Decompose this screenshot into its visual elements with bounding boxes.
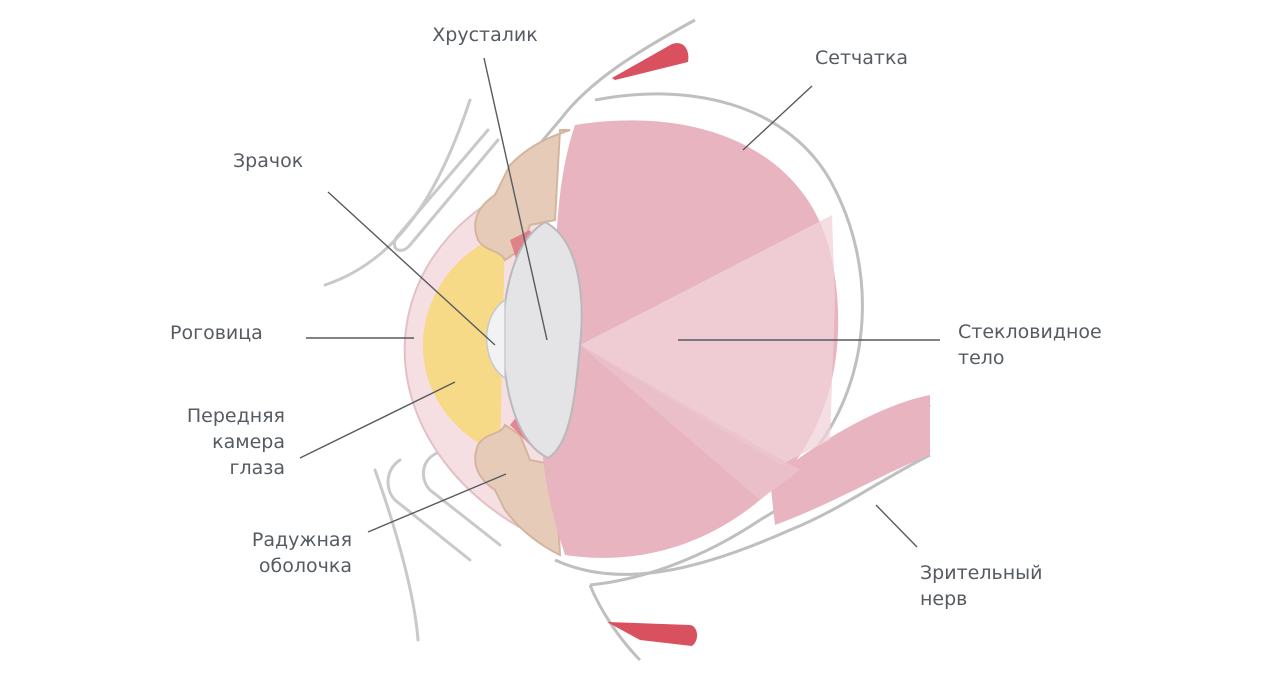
label-anterior-line1: Передняя — [186, 405, 285, 427]
label-optic-line1: Зрительный — [920, 562, 1043, 584]
label-anterior-chamber: Передняя камера глаза — [140, 403, 285, 481]
label-iris: Радужная оболочка — [210, 527, 352, 579]
anterior-chamber-shape — [422, 235, 505, 455]
label-retina: Сетчатка — [815, 45, 908, 71]
lower-eyelid-curve — [373, 468, 420, 642]
label-vitreous: Стекловидное тело — [958, 319, 1102, 371]
label-pupil: Зрачок — [233, 148, 303, 174]
optic-leader — [875, 504, 918, 548]
label-optic-line2: нерв — [920, 588, 968, 610]
label-cornea-text: Роговица — [170, 322, 263, 344]
label-optic-nerve: Зрительный нерв — [920, 560, 1042, 612]
label-vitreous-line1: Стекловидное — [958, 321, 1102, 343]
lower-lash-outline-1 — [386, 458, 472, 562]
leader-lines — [299, 57, 940, 548]
lens-leader — [483, 57, 548, 341]
label-iris-line1: Радужная — [251, 529, 352, 551]
lower-lash-outline-2 — [421, 450, 502, 547]
inferior-muscle — [607, 622, 698, 646]
eyelid-outlines — [323, 98, 502, 642]
lower-orbit-end — [588, 584, 642, 662]
pupil-leader — [327, 191, 496, 346]
anterior-leader — [299, 381, 456, 459]
label-vitreous-line2: тело — [958, 347, 1005, 369]
label-anterior-line2: камера — [212, 431, 285, 453]
iris-shape — [474, 129, 571, 262]
iris-leader — [367, 473, 507, 533]
retina-leader — [742, 85, 813, 151]
label-anterior-line3: глаза — [229, 457, 285, 479]
superior-muscle — [612, 43, 689, 80]
label-retina-text: Сетчатка — [815, 47, 909, 69]
label-iris-line2: оболочка — [258, 555, 352, 577]
lens-shape — [501, 220, 583, 460]
label-lens: Хрусталик — [415, 22, 555, 48]
label-lens-text: Хрусталик — [432, 24, 538, 46]
light-ray-lower — [580, 345, 800, 500]
lower-sclera-line — [554, 453, 931, 576]
pupil-shape — [485, 298, 506, 380]
iris-lower-shape — [474, 423, 562, 557]
label-pupil-text: Зрачок — [233, 150, 304, 172]
optic-nerve — [770, 395, 930, 525]
label-cornea: Роговица — [170, 320, 263, 346]
upper-lash-outline — [393, 128, 500, 252]
